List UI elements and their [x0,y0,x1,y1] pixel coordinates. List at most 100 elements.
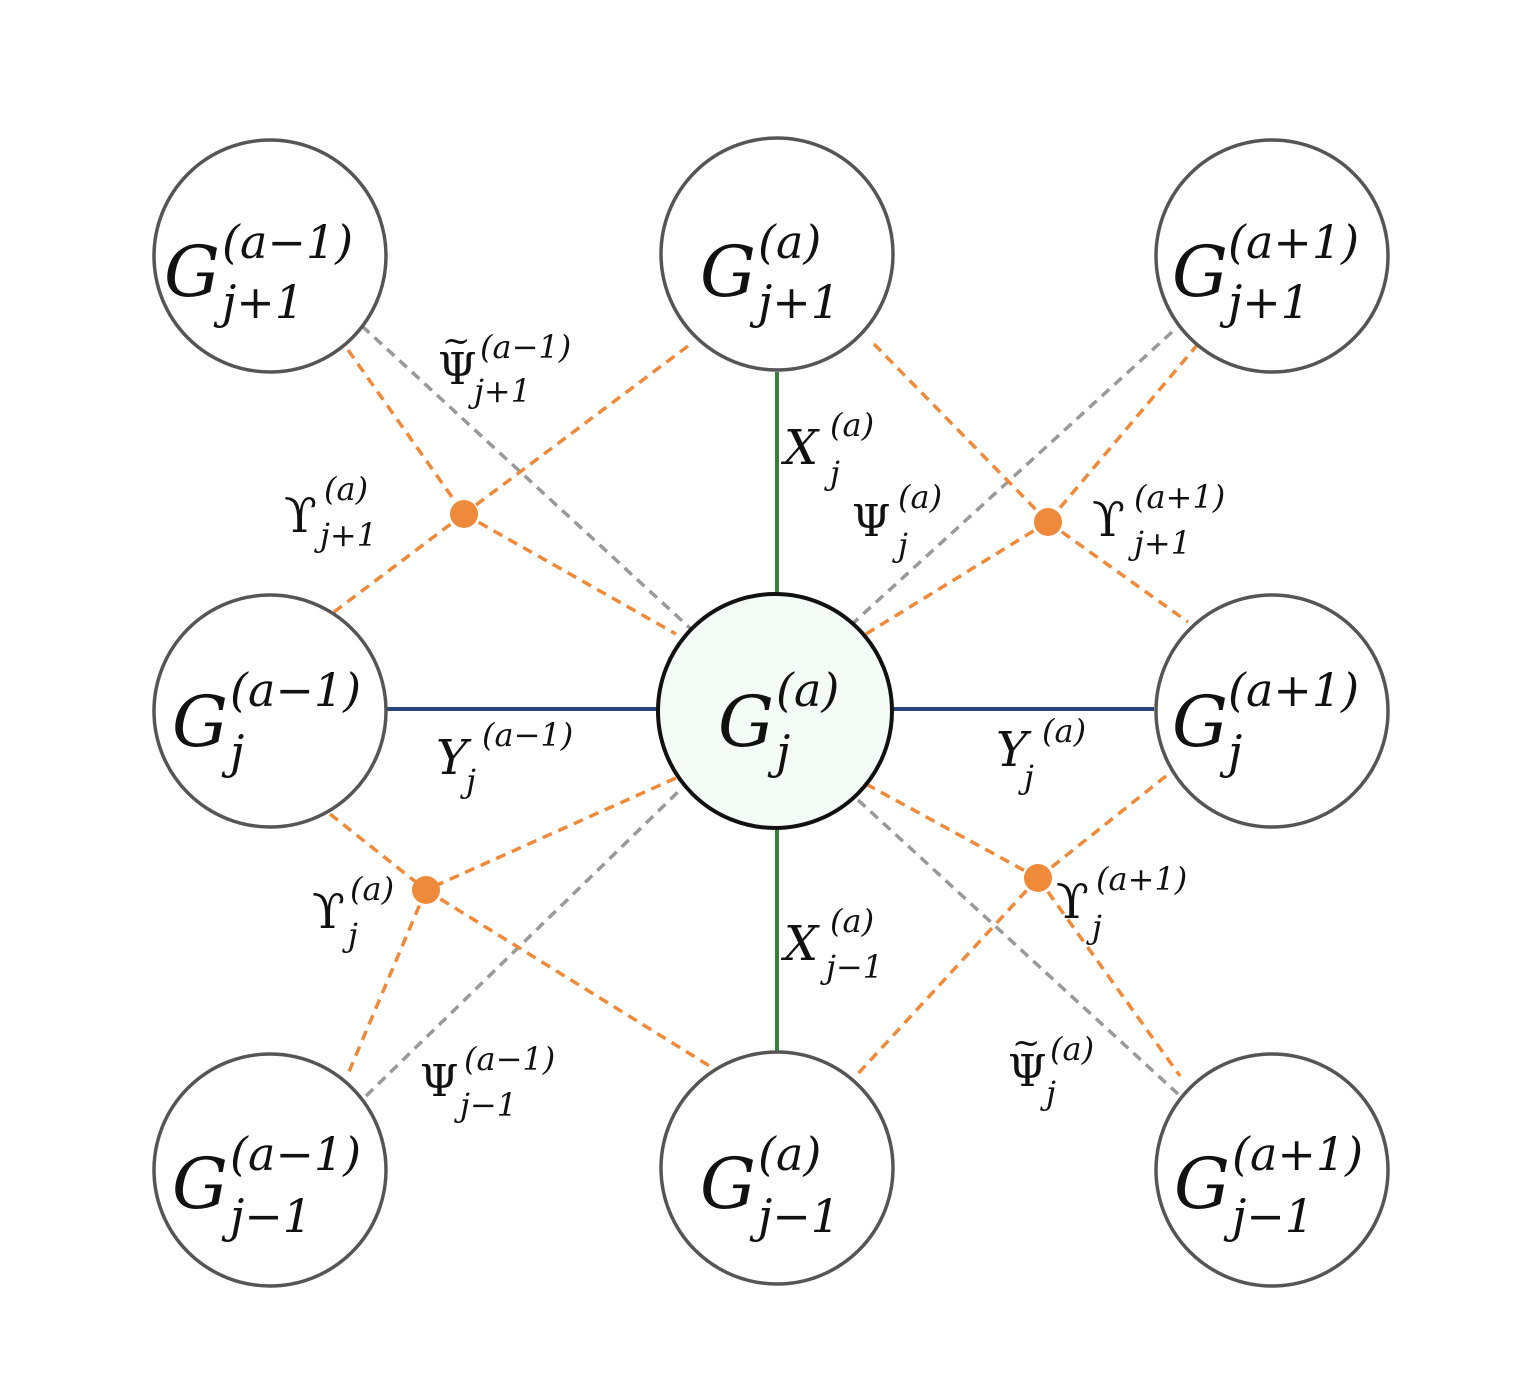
psi-edge-nw [360,324,694,632]
label-sup: (a) [898,478,942,516]
label-base: Ψ [1008,1046,1047,1097]
label-sub: j [824,454,840,492]
solid-edges [386,372,1154,1052]
node-circle [659,136,895,372]
junction-dot [412,876,440,904]
label-sub: j−1 [221,1189,312,1243]
label-sub: j+1 [314,516,377,554]
node-label-g-a+1-j+1: G (a+1) j+1 [1172,215,1359,329]
upsilon-edge [865,520,1049,636]
upsilon-edge [425,888,717,1072]
upsilon-edge [1046,342,1200,524]
label-sup: (a) [324,470,368,508]
label-sup: (a−1) [480,328,571,366]
label-sup: (a) [1050,1030,1094,1068]
label-sup: (a−1) [230,663,361,717]
label-sub: j−1 [1223,1189,1314,1243]
label-sub: j+1 [468,372,531,410]
label-base: G [172,1143,228,1225]
psi-edge-sw [364,788,682,1098]
edge-label-ups-a+1-j: ϒ (a+1) j [1056,860,1187,946]
upsilon-edges [328,342,1200,1080]
label-sup: (a) [830,406,874,444]
upsilon-edge [1046,520,1190,624]
label-base: G [700,1143,756,1225]
edge-label-ups-j+1: ϒ (a) j+1 [284,470,377,554]
label-sup: (a+1) [1232,1127,1363,1181]
junction-dot [1034,508,1062,536]
label-base: ϒ [1092,492,1125,548]
label-base: ϒ [1056,874,1089,930]
junction-dot [1024,864,1052,892]
node-circle [1154,138,1390,374]
label-base: G [718,681,774,763]
label-base: Ψ [420,1056,459,1107]
tilde-mark: ~ [1012,1023,1041,1063]
label-sup: (a+1) [1228,663,1359,717]
node-circle [659,1050,895,1286]
label-sub: j+1 [749,275,840,329]
edge-label-psi-a-1-j-1: Ψ (a−1) j−1 [420,1040,555,1124]
junctions [412,500,1062,904]
label-sup: (a) [1042,712,1086,750]
node-circle [152,138,388,374]
upsilon-edge [852,876,1040,1080]
node-circle [152,593,388,829]
label-sub: j−1 [820,948,883,986]
label-sup: (a−1) [464,1040,555,1078]
label-sub: j−1 [454,1086,517,1124]
psi-edge-se [856,798,1180,1096]
node-labels: G (a−1) j+1 G (a) j+1 G (a+1) j+1 G (a−1… [164,215,1363,1243]
upsilon-edge [462,344,690,516]
upsilon-edge [865,782,1039,880]
edge-label-psitilde-j: ~ Ψ (a) j [1008,1023,1094,1112]
label-base: X [780,916,820,972]
psi-edge-ne [848,330,1174,628]
upsilon-edge [328,812,428,892]
junction-dot [450,500,478,528]
label-base: ϒ [312,884,345,940]
label-base: G [164,231,220,313]
label-base: G [172,681,228,763]
label-base: Ψ [852,496,891,547]
label-sub: j−1 [749,1189,840,1243]
label-sup: (a+1) [1096,860,1187,898]
label-sup: (a−1) [230,1127,361,1181]
upsilon-edge [346,889,428,1075]
node-label-g-a-1-j-1: G (a−1) j−1 [172,1127,361,1243]
node-label-g-a-j-1: G (a) j−1 [700,1127,840,1243]
node-circle [152,1052,388,1288]
label-sup: (a) [776,663,839,717]
edge-labels: X (a) j X (a) j−1 Y (a−1) j Y (a) j Ψ (a… [284,321,1225,1124]
label-sup: (a+1) [1228,215,1359,269]
label-base: G [1172,681,1228,763]
label-sup: (a) [350,870,394,908]
label-base: ϒ [284,488,317,544]
node-label-g-a+1-j: G (a+1) j [1172,663,1359,779]
label-sup: (a−1) [222,215,353,269]
label-sup: (a) [758,215,821,269]
label-sub: j [892,526,908,564]
label-sub: j+1 [213,275,304,329]
upsilon-edge [463,512,677,636]
node-label-g-a-1-j: G (a−1) j [172,663,361,779]
label-base: Ψ [438,344,477,395]
upsilon-edge [872,342,1050,524]
node-circle [1154,1052,1390,1288]
node-circle [1154,593,1390,829]
edge-label-x-j-1: X (a) j−1 [780,902,883,986]
upsilon-edge [425,776,677,892]
upsilon-edge [1036,774,1168,880]
edge-label-y-a-j: Y (a) j [996,712,1086,796]
edge-label-ups-a+1-j+1: ϒ (a+1) j+1 [1092,478,1225,562]
label-base: G [1174,1143,1230,1225]
psi-edges [360,324,1180,1098]
label-base: X [780,420,820,476]
label-sup: (a) [830,902,874,940]
edge-label-psi-j: Ψ (a) j [852,478,942,564]
edge-label-x-j: X (a) j [780,406,874,492]
label-base: G [700,231,756,313]
center-node-circle [656,592,894,830]
edge-label-ups-j: ϒ (a) j [312,870,394,954]
